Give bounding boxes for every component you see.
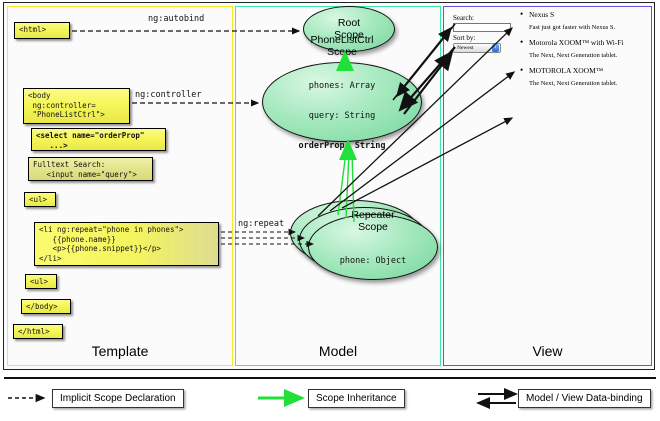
code-box-body-close: </body>	[21, 299, 71, 314]
legend-scope-inheritance: Scope Inheritance	[308, 389, 405, 408]
view-search-form: Search: Sort by: Newest ↕	[453, 14, 511, 53]
sort-select[interactable]: Newest ↕	[453, 43, 501, 53]
legend-divider	[4, 377, 656, 379]
phone-snippet: Fast just got faster with Nexus S.	[529, 24, 616, 31]
code-box-html-close: </html>	[13, 324, 63, 339]
code-box-li-ng-repeat: <li ng:repeat="phone in phones"> {{phone…	[34, 222, 219, 266]
code-box-select-orderprop: <select name="orderProp" ...>	[31, 128, 166, 151]
scope-repeater-properties: phone: Object	[340, 236, 407, 286]
scope-property: phone: Object	[339, 255, 407, 266]
legend-model-view-data-binding: Model / View Data-binding	[518, 389, 651, 408]
scope-phonelistctrl-properties: phones: Array query: String orderProp: S…	[299, 61, 386, 171]
search-input[interactable]	[453, 23, 511, 32]
panel-template-label: Template	[91, 343, 149, 359]
legend-arrows	[8, 388, 518, 409]
view-phone-list: Nexus S Fast just got faster with Nexus …	[520, 9, 652, 94]
sort-select-value: Newest	[457, 45, 474, 51]
list-item: MOTOROLA XOOM™ The Next, Next Generation…	[520, 65, 652, 88]
phone-snippet: The Next, Next Generation tablet.	[529, 80, 618, 87]
legend-implicit-scope-declaration: Implicit Scope Declaration	[52, 389, 184, 408]
phone-name: Nexus S	[520, 9, 652, 20]
list-item: Motorola XOOM™ with Wi-Fi The Next, Next…	[520, 37, 652, 60]
scope-property: phones: Array	[308, 80, 376, 91]
chevron-updown-icon: ↕	[492, 44, 499, 52]
scope-phonelistctrl: PhoneListCtrl Scope phones: Array query:…	[262, 34, 422, 151]
phone-snippet: The Next, Next Generation tablet.	[529, 52, 618, 59]
phone-name: MOTOROLA XOOM™	[520, 65, 652, 76]
connector-label-autobind: ng:autobind	[148, 14, 205, 24]
scope-repeater-title-line1: Repeater	[351, 208, 395, 221]
scope-property: query: String	[308, 110, 376, 121]
code-box-html-open: <html>	[14, 22, 70, 39]
scope-property: orderProp: String	[298, 140, 386, 151]
code-box-fulltext-search: Fulltext Search: <input name="query">	[28, 157, 153, 181]
search-label: Search:	[453, 14, 474, 22]
code-box-ul-open: <ul>	[24, 192, 56, 207]
panel-model-label: Model	[318, 343, 358, 359]
panel-template: Template	[7, 6, 233, 366]
scope-repeater-title-line2: Scope	[358, 220, 388, 233]
connector-label-repeat: ng:repeat	[238, 219, 285, 229]
code-box-ul-close: <ul>	[25, 274, 57, 289]
scope-phonelistctrl-title-line1: PhoneListCtrl	[310, 33, 374, 46]
phone-name: Motorola XOOM™ with Wi-Fi	[520, 37, 652, 48]
scope-repeater: Repeater Scope phone: Object	[308, 209, 438, 280]
connector-label-controller: ng:controller	[135, 90, 202, 100]
scope-root-title-line1: Root	[337, 17, 361, 29]
sort-label: Sort by:	[453, 34, 476, 42]
panel-view-label: View	[532, 343, 563, 359]
list-item: Nexus S Fast just got faster with Nexus …	[520, 9, 652, 32]
code-box-body-open: <body ng:controller= "PhoneListCtrl">	[23, 88, 130, 124]
scope-phonelistctrl-title-line2: Scope	[327, 45, 357, 58]
